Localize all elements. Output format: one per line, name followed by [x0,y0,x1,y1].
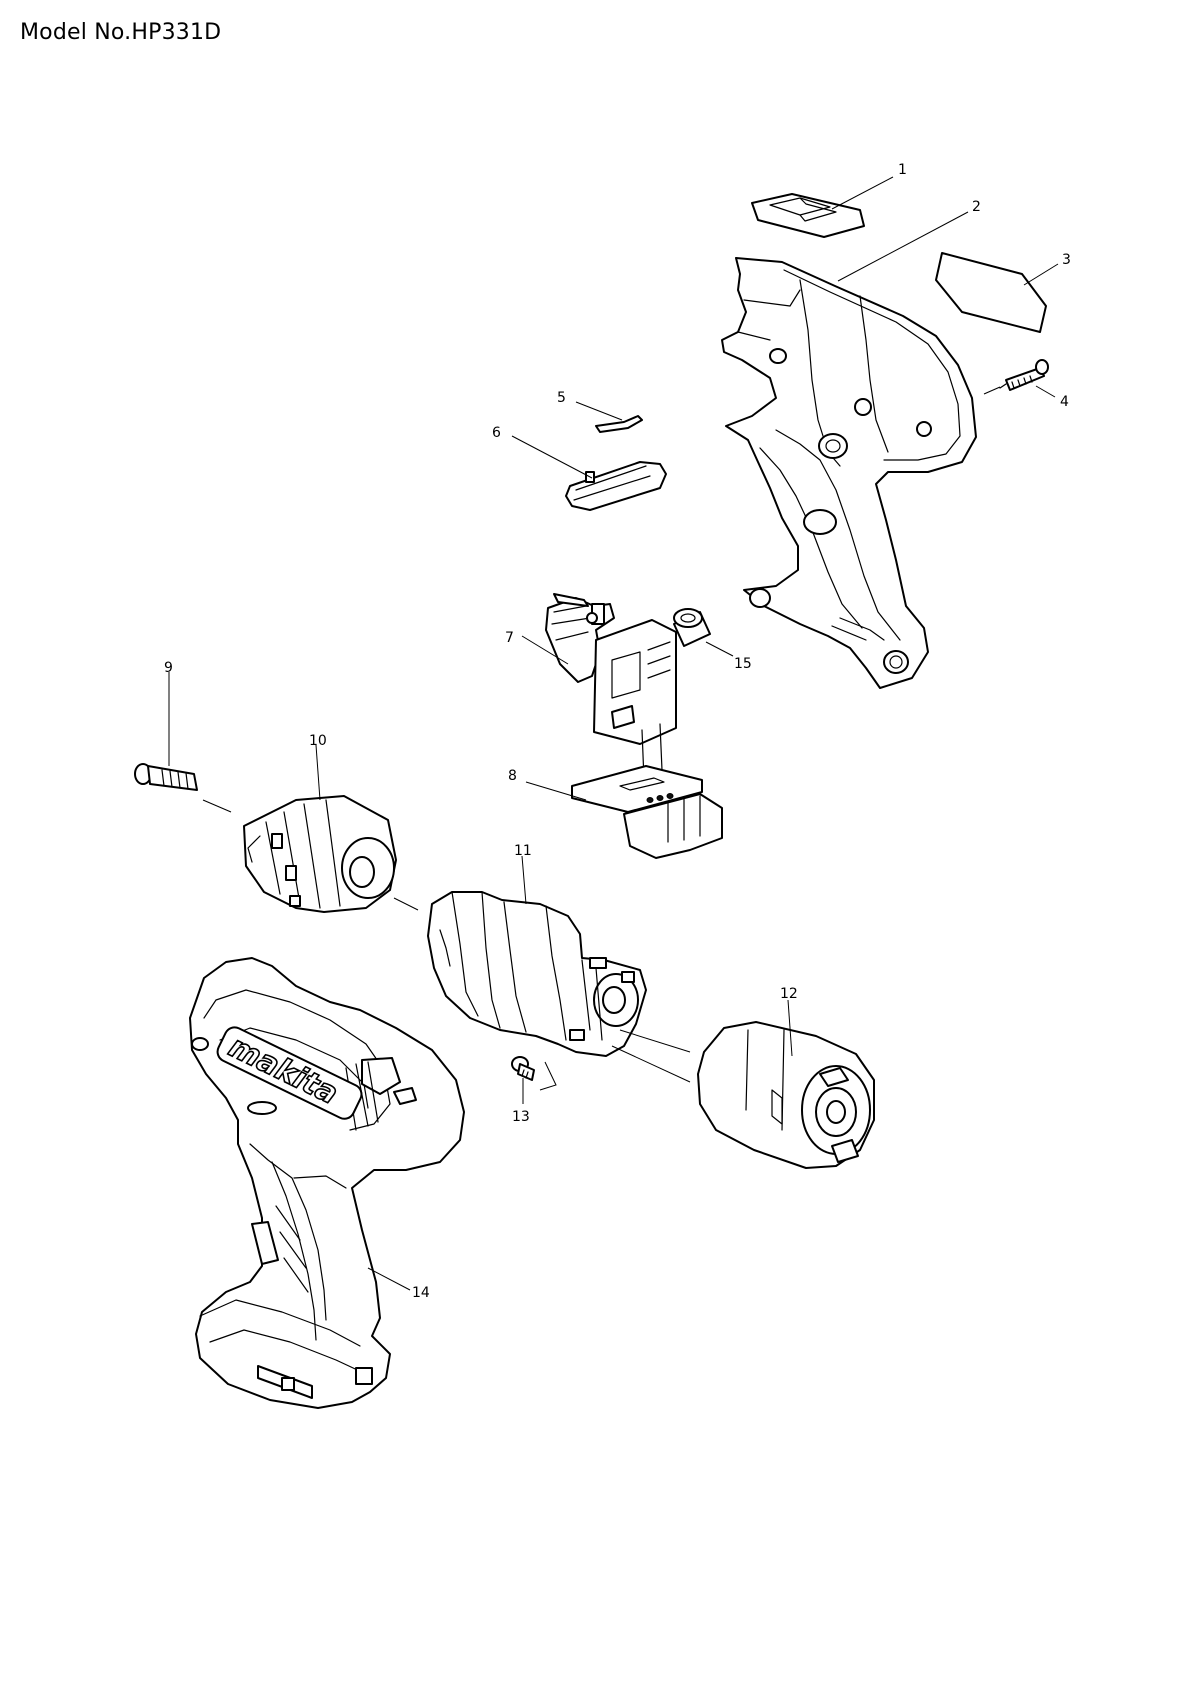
callout-6: 6 [492,425,501,441]
callout-15: 15 [734,656,752,672]
callout-10: 10 [309,733,327,749]
housing-set-icon: makita [189,957,465,1409]
leader-motor-axis-a [619,1029,691,1053]
leader-motor-axis-b [611,1045,691,1083]
leader-13-bracket [539,1061,557,1091]
callout-3: 3 [1062,252,1071,268]
leader-14 [367,1267,411,1291]
callout-1: 1 [898,162,907,178]
callout-8: 8 [508,768,517,784]
callout-7: 7 [505,630,514,646]
gear-assembly-icon [427,891,647,1057]
callout-11: 11 [514,843,532,859]
leader-4-b [1035,385,1056,398]
leader-8 [525,781,587,801]
tapping-screw-icon [999,359,1049,391]
leader-15 [705,641,734,657]
leader-5 [575,401,623,421]
leader-4-a [983,386,1001,395]
rubber-ring-icon [673,608,711,647]
dc-motor-icon [697,1021,875,1169]
leader-3 [1023,263,1059,286]
callout-14: 14 [412,1285,430,1301]
leader-11 [521,855,527,905]
callout-2: 2 [972,199,981,215]
trigger-switch-icon [545,593,677,781]
leader-7 [521,635,569,665]
callout-4: 4 [1060,394,1069,410]
controller-board-icon [571,765,723,859]
callout-13: 13 [512,1109,530,1125]
callout-12: 12 [780,986,798,1002]
leader-12 [787,999,793,1057]
small-screw-icon [511,1056,535,1081]
callout-9: 9 [164,660,173,676]
drill-chuck-icon [243,795,397,913]
leader-9-b [202,799,232,813]
leader-1 [831,176,894,210]
name-plate-icon [935,252,1047,333]
leader-6 [511,435,593,479]
callout-5: 5 [557,390,566,406]
key-cap-icon [751,193,865,238]
leader-10 [315,744,321,801]
housing-half-icon [721,257,977,689]
leader-2 [837,211,969,282]
leader-10-b [393,897,419,911]
chuck-screw-icon [134,763,198,791]
model-number-title: Model No.HP331D [20,20,222,45]
spring-strip-icon [595,415,643,433]
reversing-lever-icon [565,461,667,511]
